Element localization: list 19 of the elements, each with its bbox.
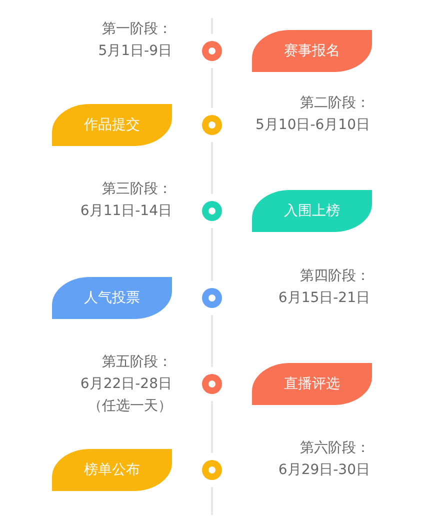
date-range: 6月11日-14日 (80, 202, 172, 221)
date-range: 6月29日-30日 (278, 461, 370, 480)
stage-heading: 第四阶段： (300, 267, 370, 286)
date-range: 6月22日-28日 (80, 375, 172, 394)
stage-heading: 第一阶段： (102, 20, 172, 39)
phase-tag: 赛事报名 (252, 30, 372, 72)
stage-heading: 第二阶段： (300, 94, 370, 113)
stage-heading: 第五阶段： (102, 353, 172, 372)
phase-tag: 入围上榜 (252, 190, 372, 232)
phase-tag: 人气投票 (52, 277, 172, 319)
date-range: 5月10日-6月10日 (256, 116, 370, 135)
date-range: 6月15日-21日 (278, 289, 370, 308)
phase-tag: 作品提交 (52, 104, 172, 146)
date-range: 5月1日-9日 (98, 42, 172, 61)
stage-heading: 第三阶段： (102, 180, 172, 199)
phase-tag: 榜单公布 (52, 449, 172, 491)
phase-tag: 直播评选 (252, 363, 372, 405)
stage-heading: 第六阶段： (300, 439, 370, 458)
note-text: （任选一天） (88, 397, 172, 416)
